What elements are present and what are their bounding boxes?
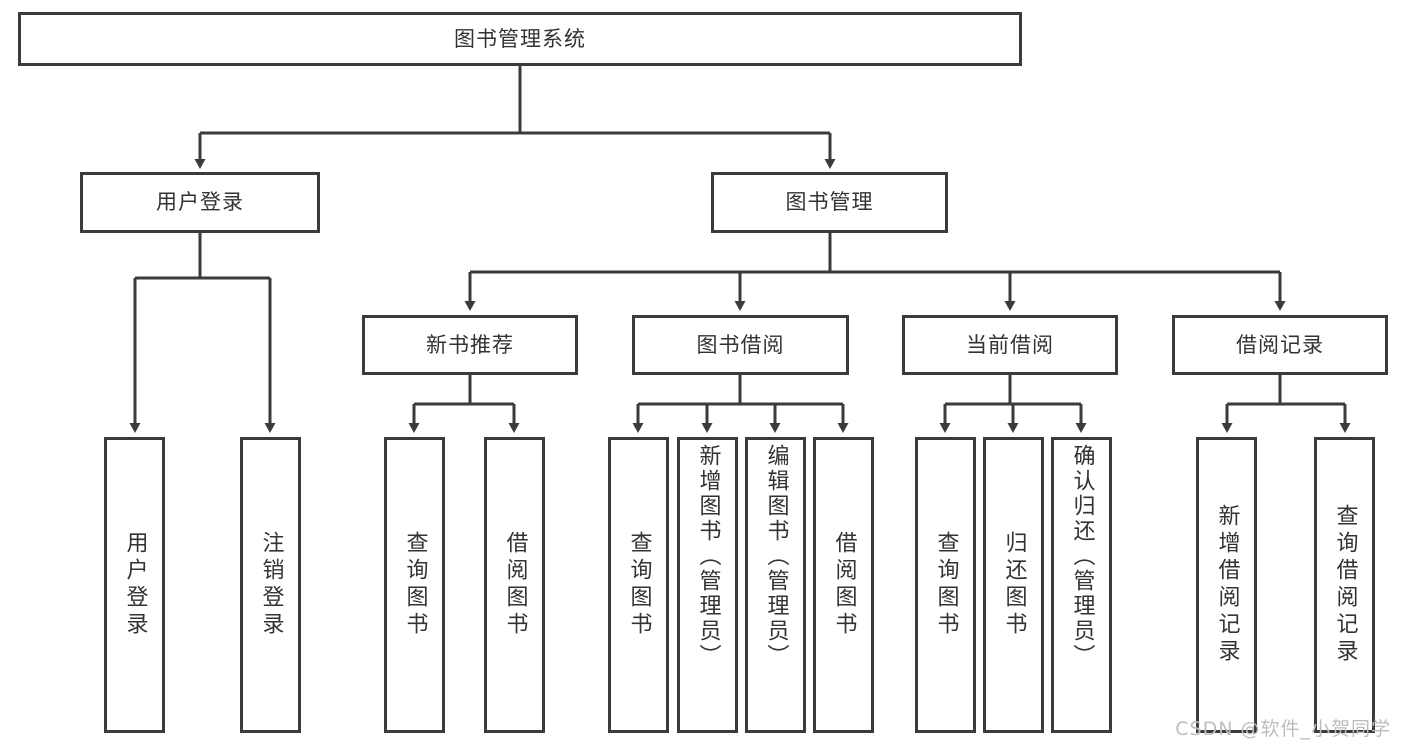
node-label: 借阅图书 xyxy=(502,531,528,639)
node-label: 查询图书 xyxy=(402,531,428,639)
leaf-book-borrow-edit-book-admin[interactable]: 编辑图书（管理员） xyxy=(745,437,806,733)
leaf-new-book-query-book[interactable]: 查询图书 xyxy=(384,437,445,733)
node-current-borrow[interactable]: 当前借阅 xyxy=(902,315,1118,375)
node-label: 新增借阅记录 xyxy=(1214,504,1240,666)
node-label: 图书管理 xyxy=(785,190,874,214)
node-label: 图书管理系统 xyxy=(454,26,586,51)
leaf-book-borrow-query-book[interactable]: 查询图书 xyxy=(608,437,669,733)
leaf-user-login-login[interactable]: 用户登录 xyxy=(104,437,165,733)
node-label: 注销登录 xyxy=(258,531,284,639)
node-label: 查询图书 xyxy=(933,531,959,639)
node-user-login[interactable]: 用户登录 xyxy=(80,172,320,233)
node-root-book-management-system[interactable]: 图书管理系统 xyxy=(18,12,1022,66)
node-label: 新增图书（管理员） xyxy=(695,444,721,669)
node-label: 借阅记录 xyxy=(1236,332,1324,357)
node-book-borrow[interactable]: 图书借阅 xyxy=(632,315,849,375)
node-borrow-record[interactable]: 借阅记录 xyxy=(1172,315,1388,375)
node-label: 查询图书 xyxy=(626,531,652,639)
node-label: 查询借阅记录 xyxy=(1332,504,1358,666)
leaf-current-borrow-confirm-return-admin[interactable]: 确认归还（管理员） xyxy=(1051,437,1112,733)
node-label: 编辑图书（管理员） xyxy=(763,444,789,669)
leaf-book-borrow-borrow-book[interactable]: 借阅图书 xyxy=(813,437,874,733)
leaf-current-borrow-return-book[interactable]: 归还图书 xyxy=(983,437,1044,733)
node-label: 确认归还（管理员） xyxy=(1069,444,1095,669)
node-label: 借阅图书 xyxy=(831,531,857,639)
leaf-current-borrow-query-book[interactable]: 查询图书 xyxy=(915,437,976,733)
leaf-new-book-borrow-book[interactable]: 借阅图书 xyxy=(484,437,545,733)
node-label: 新书推荐 xyxy=(426,332,514,357)
node-label: 用户登录 xyxy=(122,531,148,639)
leaf-book-borrow-add-book-admin[interactable]: 新增图书（管理员） xyxy=(677,437,738,733)
leaf-borrow-record-query-record[interactable]: 查询借阅记录 xyxy=(1314,437,1375,733)
node-label: 当前借阅 xyxy=(966,332,1054,357)
leaf-borrow-record-add-record[interactable]: 新增借阅记录 xyxy=(1196,437,1257,733)
node-label: 归还图书 xyxy=(1001,531,1027,639)
node-new-book-recommend[interactable]: 新书推荐 xyxy=(362,315,578,375)
watermark-text: CSDN @软件_小贺同学 xyxy=(1175,718,1391,740)
leaf-user-login-logout[interactable]: 注销登录 xyxy=(240,437,301,733)
node-label: 用户登录 xyxy=(156,190,244,214)
node-book-management[interactable]: 图书管理 xyxy=(711,172,948,233)
node-label: 图书借阅 xyxy=(696,332,785,357)
